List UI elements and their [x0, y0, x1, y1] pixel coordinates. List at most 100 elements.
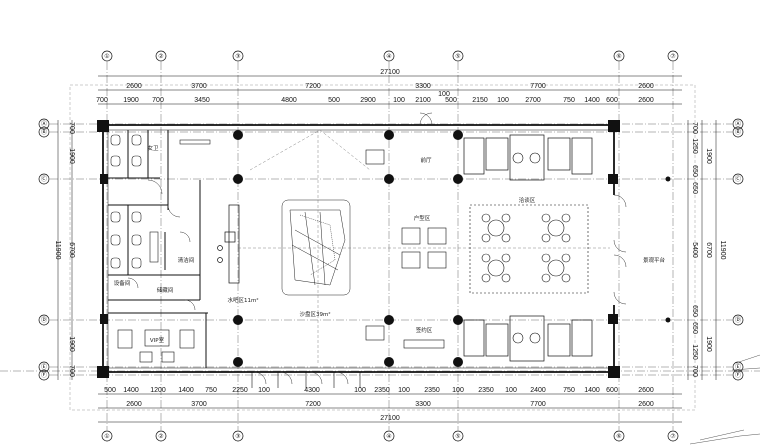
dim-top-minor-16: 600 — [606, 97, 618, 104]
axis-label-1: ① — [104, 53, 109, 60]
axis-label-bottom-6: ⑥ — [616, 433, 621, 440]
service-area-walls — [108, 130, 208, 368]
dim-bottom-major-6: 2600 — [638, 401, 654, 408]
dim-top-minor-6: 500 — [328, 97, 340, 104]
total-width-bottom: 27100 — [380, 415, 400, 422]
room-label-vip: VIP室 — [150, 336, 165, 344]
room-label-lounge: 洽谈区 — [519, 196, 536, 204]
dim-top-minor-4: 3450 — [194, 97, 210, 104]
dim-top-minor-17: 2600 — [638, 97, 654, 104]
top-minor-dims: 700 1900 700 3450 4800 500 2900 100 2100… — [96, 97, 654, 104]
axis-label-right-c: Ⓒ — [735, 175, 741, 183]
axis-label-left-a: Ⓐ — [41, 120, 47, 128]
axis-label-left-f: Ⓕ — [41, 371, 47, 379]
dim-right-inner-9: 1250 — [691, 344, 698, 360]
door-swings — [127, 112, 627, 385]
axis-label-bottom-1: ① — [104, 433, 109, 440]
dim-right-inner-8: 650 — [691, 322, 698, 334]
dim-top-major-4: 3300 — [415, 83, 431, 90]
entrance-doors — [251, 372, 361, 388]
dim-bottom-minor-12: 2350 — [424, 387, 440, 394]
axis-label-right-f: Ⓕ — [735, 371, 741, 379]
room-label-terrace: 景观平台 — [643, 256, 666, 264]
dim-bottom-minor-7: 100 — [258, 387, 270, 394]
lounge-sofas — [463, 134, 593, 362]
dim-top-extra: 100 — [438, 91, 450, 98]
side-dimension-lines — [57, 120, 717, 380]
dim-top-minor-10: 500 — [445, 97, 457, 104]
dim-top-minor-3: 700 — [152, 97, 164, 104]
round-columns — [233, 130, 463, 367]
dim-bottom-major-2: 3700 — [191, 401, 207, 408]
axis-label-left-c: Ⓒ — [41, 175, 47, 183]
small-wall-posts — [665, 176, 671, 323]
dim-bottom-major-3: 7200 — [305, 401, 321, 408]
axis-label-left-b: Ⓑ — [41, 128, 47, 136]
axis-label-3: ③ — [235, 53, 240, 60]
exterior-walls — [100, 124, 615, 373]
dim-top-minor-1: 700 — [96, 97, 108, 104]
vip-furniture — [117, 329, 195, 363]
corner-columns — [97, 120, 620, 378]
dim-bottom-minor-16: 2400 — [530, 387, 546, 394]
dim-top-major-1: 2600 — [126, 83, 142, 90]
dim-right-inner-4: 650 — [691, 165, 698, 177]
dim-top-minor-15: 1400 — [584, 97, 600, 104]
top-axis-markers — [101, 50, 679, 62]
room-label-equipment: 设备间 — [114, 279, 131, 287]
dim-right-inner-2: 1250 — [691, 138, 698, 154]
right-axis-markers — [732, 118, 744, 381]
axis-label-left-d: Ⓓ — [41, 316, 47, 324]
axis-label-right-d: Ⓓ — [735, 316, 741, 324]
bottom-minor-dims: 500 1400 1200 1400 750 2250 100 4300 100… — [104, 387, 654, 394]
exterior-wall-inner-line — [107, 129, 610, 369]
dim-top-minor-14: 750 — [563, 97, 575, 104]
dim-bottom-minor-5: 750 — [205, 387, 217, 394]
dim-left-inner-2: 1900 — [68, 148, 75, 164]
dim-right-inner-1: 700 — [691, 122, 698, 134]
dim-left-inner-1: 700 — [68, 122, 75, 134]
exhibit-boards — [365, 149, 447, 349]
total-width-top: 27100 — [380, 69, 400, 76]
bottom-axis-markers — [101, 430, 679, 442]
dim-bottom-minor-9: 100 — [354, 387, 366, 394]
lounge-round-tables — [512, 152, 541, 344]
dim-bottom-major-5: 7700 — [530, 401, 546, 408]
axis-label-bottom-7: ⑦ — [670, 433, 675, 440]
dim-right-inner-5: 650 — [691, 182, 698, 194]
dim-right-inner-3: 1900 — [705, 148, 712, 164]
sand-table-model — [281, 199, 351, 296]
axis-label-right-a: Ⓐ — [735, 120, 741, 128]
room-label-signing: 签约区 — [416, 326, 433, 334]
dim-right-inner-10: 1900 — [705, 336, 712, 352]
dim-right-inner-7: 650 — [691, 305, 698, 317]
dim-top-minor-12: 100 — [497, 97, 509, 104]
axis-label-2: ② — [158, 53, 163, 60]
dim-bottom-minor-3: 1200 — [150, 387, 166, 394]
room-label-sand-table: 沙盘区39m² — [299, 310, 330, 318]
axis-label-bottom-2: ② — [158, 433, 163, 440]
dim-bottom-minor-14: 2350 — [478, 387, 494, 394]
dim-top-major-2: 3700 — [191, 83, 207, 90]
room-label-female-wc: 女卫 — [147, 144, 159, 152]
dim-top-minor-7: 2900 — [360, 97, 376, 104]
dim-top-minor-9: 2100 — [415, 97, 431, 104]
grid-axis-lines — [0, 62, 760, 430]
axis-label-7: ⑦ — [670, 53, 675, 60]
dim-top-minor-5: 4800 — [281, 97, 297, 104]
dim-top-major-3: 7200 — [305, 83, 321, 90]
room-label-front-desk: 前厅 — [420, 156, 432, 164]
negotiation-area — [469, 204, 589, 294]
dim-bottom-minor-10: 2350 — [374, 387, 390, 394]
axis-label-bottom-4: ④ — [386, 433, 391, 440]
room-label-drink-bar: 水吧区11m² — [227, 296, 258, 304]
dim-top-major-5: 7700 — [530, 83, 546, 90]
axis-label-right-e: Ⓔ — [735, 363, 741, 371]
dim-top-minor-2: 1900 — [123, 97, 139, 104]
axis-label-left-e: Ⓔ — [41, 363, 47, 371]
corner-annotation-scribble — [689, 354, 760, 445]
dim-bottom-major-4: 3300 — [415, 401, 431, 408]
dim-bottom-minor-13: 100 — [452, 387, 464, 394]
axis-label-5: ⑤ — [455, 53, 460, 60]
dim-top-minor-13: 2700 — [525, 97, 541, 104]
